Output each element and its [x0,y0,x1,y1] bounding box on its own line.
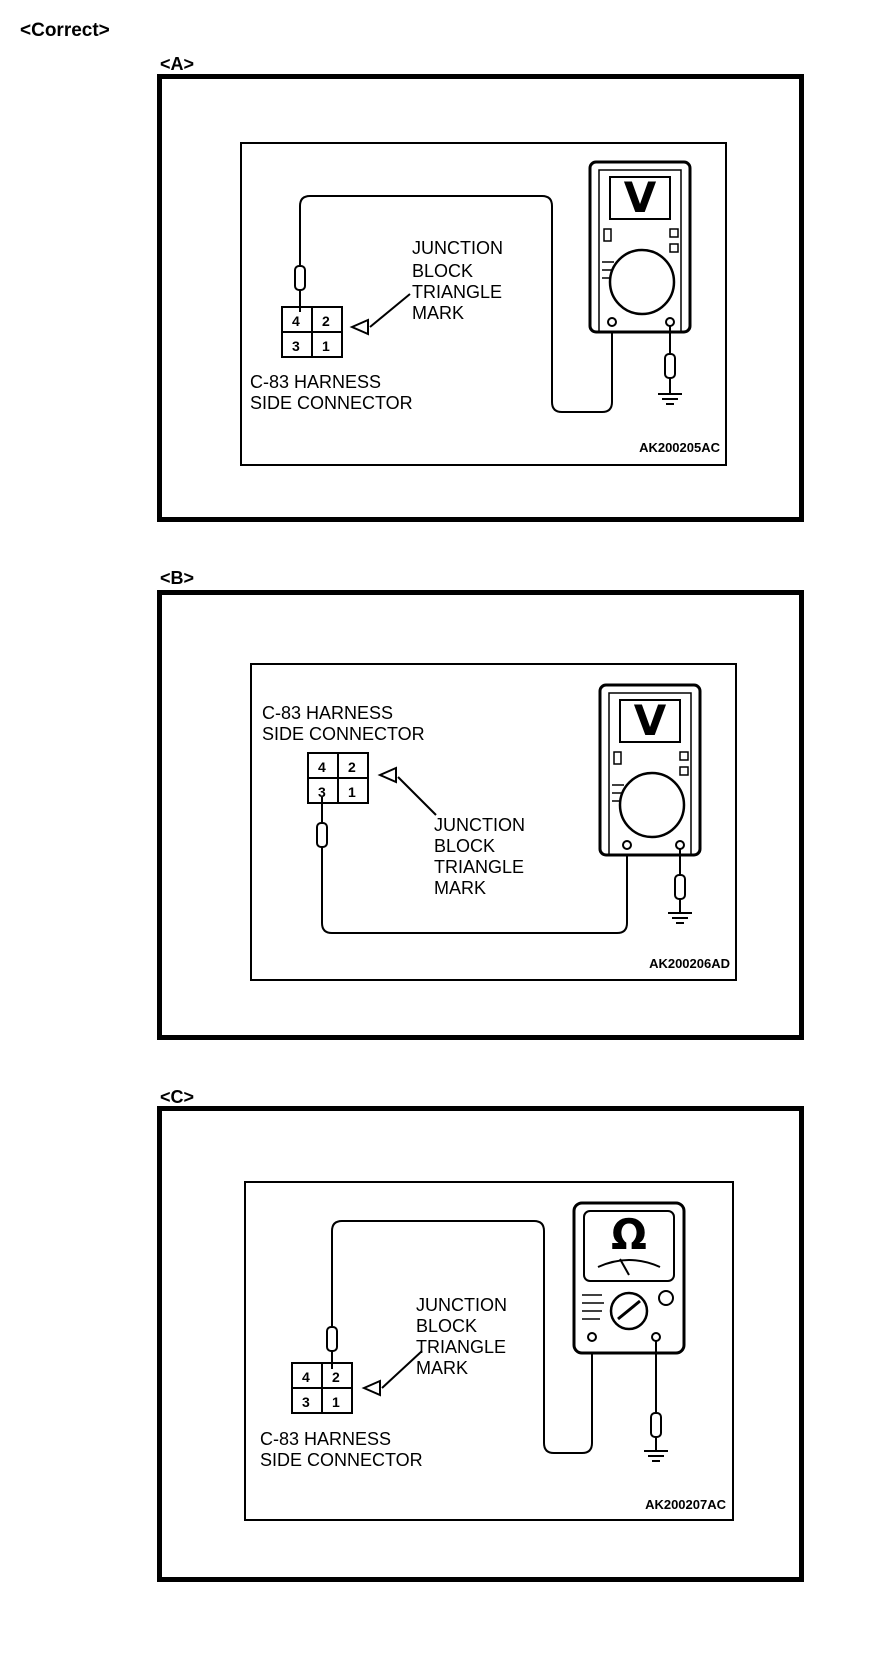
meter-symbol: V [624,173,657,222]
connector-c83: 4 2 3 1 [291,1362,353,1414]
panel-b-frame: C-83 HARNESS SIDE CONNECTOR 4 2 3 1 JUNC… [157,590,804,1040]
pin-2: 2 [348,759,356,775]
pin-3: 3 [318,784,326,800]
panel-c-frame: 4 2 3 1 JUNCTION BLOCK TRIANGLE MARK C-8… [157,1106,804,1582]
pin-2: 2 [332,1369,340,1385]
test-lead [321,847,628,934]
probe [316,797,328,848]
mark-label-line3: TRIANGLE [416,1337,506,1357]
pin-4: 4 [302,1369,310,1385]
leader-line [369,293,411,328]
triangle-mark-icon [361,1379,381,1397]
probe [326,1326,338,1369]
mark-label-line3: TRIANGLE [412,282,502,302]
probe [294,265,306,312]
pin-1: 1 [332,1394,340,1410]
meter-symbol: V [634,696,667,745]
connector-label-line2: SIDE CONNECTOR [262,724,425,744]
pin-2: 2 [322,313,330,329]
connector-label-line2: SIDE CONNECTOR [250,393,413,413]
mark-label-line2: BLOCK [416,1316,477,1336]
panel-b-svg: C-83 HARNESS SIDE CONNECTOR 4 2 3 1 JUNC… [262,683,730,971]
mark-label-line4: MARK [434,878,486,898]
figure-ref-code: AK200205AC [639,440,721,455]
panel-b-label: <B> [160,568,195,588]
figure-ref-code: AK200206AD [649,956,730,971]
mark-label-line1: JUNCTION [412,238,503,258]
connector-label-line1: C-83 HARNESS [262,703,393,723]
voltmeter-icon: V [588,160,692,334]
meter-symbol: Ω [611,1210,647,1259]
pin-3: 3 [302,1394,310,1410]
panel-c-svg: 4 2 3 1 JUNCTION BLOCK TRIANGLE MARK C-8… [260,1201,727,1512]
panel-c-label: <C> [160,1087,195,1107]
pin-3: 3 [292,338,300,354]
mark-label-line2: BLOCK [412,261,473,281]
panel-a-diagram: 4 2 3 1 JUNCTION BLOCK TRIANGLE MARK C-8… [240,142,727,466]
panel-a-svg: 4 2 3 1 JUNCTION BLOCK TRIANGLE MARK C-8… [250,160,721,455]
ground-icon [644,1450,668,1462]
connector-c83: 4 2 3 1 [307,752,369,804]
ground-lead [674,849,686,913]
ohmmeter-icon: Ω [572,1201,686,1355]
test-lead [331,1220,593,1454]
panel-c-diagram: 4 2 3 1 JUNCTION BLOCK TRIANGLE MARK C-8… [244,1181,734,1521]
mark-label-line1: JUNCTION [416,1295,507,1315]
triangle-mark-icon [349,318,369,336]
connector-label-line2: SIDE CONNECTOR [260,1450,423,1470]
pin-4: 4 [318,759,326,775]
panel-a-label: <A> [160,54,195,74]
ground-lead [664,326,676,394]
leader-line [397,776,437,816]
connector-label-line1: C-83 HARNESS [250,372,381,392]
panel-b-diagram: C-83 HARNESS SIDE CONNECTOR 4 2 3 1 JUNC… [250,663,737,981]
mark-label-line1: JUNCTION [434,815,525,835]
ground-icon [658,393,682,405]
test-lead [299,195,613,413]
pin-1: 1 [322,338,330,354]
figure-ref-code: AK200207AC [645,1497,727,1512]
pin-4: 4 [292,313,300,329]
connector-label-line1: C-83 HARNESS [260,1429,391,1449]
ground-lead [650,1341,662,1451]
panel-a-frame: 4 2 3 1 JUNCTION BLOCK TRIANGLE MARK C-8… [157,74,804,522]
ground-icon [668,912,692,924]
leader-line [381,1350,423,1389]
mark-label-line4: MARK [416,1358,468,1378]
voltmeter-icon: V [598,683,702,857]
triangle-mark-icon [377,766,397,784]
mark-label-line4: MARK [412,303,464,323]
mark-label-line2: BLOCK [434,836,495,856]
page-heading: <Correct> [20,20,110,41]
connector-c83: 4 2 3 1 [281,306,343,358]
pin-1: 1 [348,784,356,800]
mark-label-line3: TRIANGLE [434,857,524,877]
